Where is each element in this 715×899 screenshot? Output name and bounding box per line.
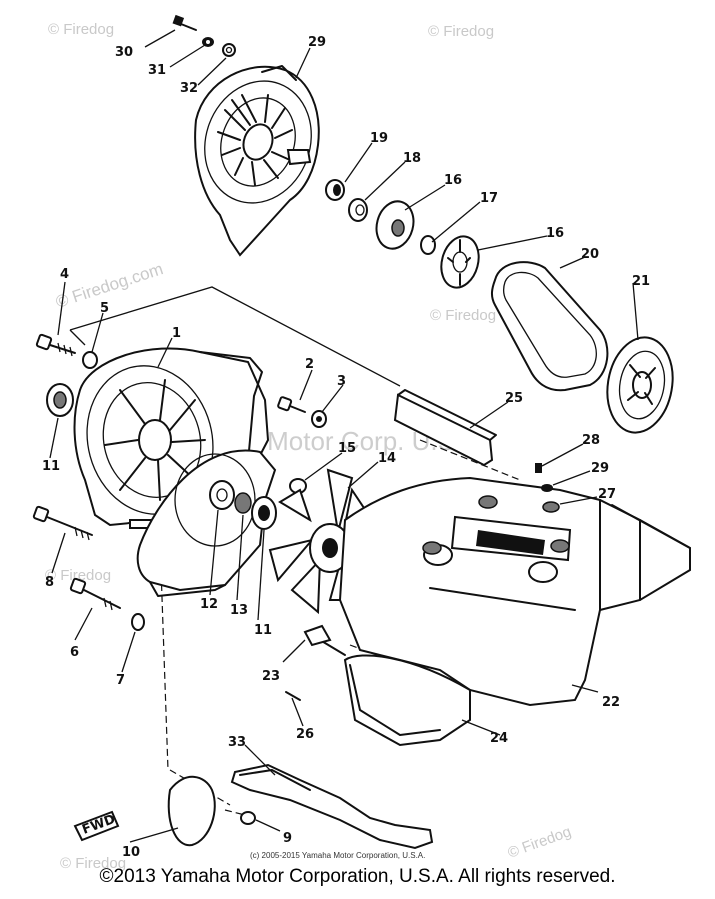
part-labels: 30 31 32 29 19 18 16 17 16 20 21 4 5 1 2… [42,35,650,860]
label-22: 22 [602,695,620,710]
leader-lines [49,29,639,843]
watermark-firedog: © Firedog [48,21,114,38]
label-8: 8 [45,575,54,590]
bolt-4 [35,333,76,357]
screw-28 [535,463,542,473]
label-32: 30 [115,45,133,60]
seal-13 [234,492,252,514]
washer-33 [202,37,214,47]
pin-26 [285,691,301,701]
nut-9 [240,811,256,825]
driven-pulley-21 [606,336,674,434]
label-13: 13 [230,603,248,618]
label-9: 9 [283,831,292,846]
pulley-half-16b [440,235,480,289]
label-16b: 16 [546,226,564,241]
shroud-22 [338,476,691,707]
label-6: 6 [70,645,79,660]
washer-3 [311,410,327,428]
bearing-11-left [46,383,74,417]
washer-17 [420,235,436,255]
watermark-firedog: © Firedog [506,823,574,862]
label-20: 20 [581,247,599,262]
lower-shroud-24 [319,639,471,747]
lower-plate-30 [230,763,434,850]
cover-plate-10 [167,775,216,847]
label-18: 18 [403,151,421,166]
watermark-firedog: © Firedog [60,855,126,872]
grommet-27 [542,501,560,513]
label-23: 23 [262,669,280,684]
label-11-right: 11 [254,623,272,638]
washer-34 [222,43,236,57]
label-4: 4 [60,267,69,282]
bearing-11-right [251,496,277,530]
spring-18 [348,198,368,222]
drive-belt-20 [491,261,609,392]
label-2: 2 [305,357,314,372]
label-1: 1 [172,326,181,341]
small-copyright: (c) 2005-2015 Yamaha Motor Corporation, … [250,851,425,860]
label-34: 32 [180,81,198,96]
label-11-left: 11 [42,459,60,474]
label-31: 29 [308,35,326,50]
washer-5 [82,351,98,369]
bolt-32 [172,14,197,31]
fwd-stamp: FWD [73,810,120,842]
watermark-firedog: © Firedog [428,23,494,40]
label-15: 15 [338,441,356,456]
washer-29 [541,484,553,492]
label-26: 26 [296,727,314,742]
clip-23 [303,624,332,647]
label-21: 21 [632,274,650,289]
watermark-firedog: © Firedog [45,567,111,584]
label-16: 16 [444,173,462,188]
label-30: 33 [228,735,246,750]
label-25: 25 [505,391,523,406]
label-17: 17 [480,191,498,206]
label-33: 31 [148,63,166,78]
label-29: 29 [591,461,609,476]
label-7: 7 [116,673,125,688]
label-3: 3 [337,374,346,389]
damper-pad-25 [393,389,497,467]
label-12: 12 [200,597,218,612]
bolt-2 [277,396,306,413]
watermark-firedog: © Firedog [430,307,496,324]
watermark-firedog-long: © Firedog.com [53,259,165,312]
recoil-starter-housing [194,65,320,257]
bolt-6 [69,577,121,611]
footer-copyright: ©2013 Yamaha Motor Corporation, U.S.A. A… [99,866,616,887]
pulley-half-16 [375,200,415,250]
label-19: 19 [370,131,388,146]
bushing-19 [325,179,345,201]
label-14: 14 [378,451,396,466]
label-5: 5 [100,301,109,316]
bolt-8 [32,505,93,541]
washer-7 [131,613,145,631]
label-28: 28 [582,433,600,448]
bearing-12 [209,480,235,510]
label-24: 24 [490,731,508,746]
label-10: 10 [122,845,140,860]
label-27: 27 [598,487,616,502]
